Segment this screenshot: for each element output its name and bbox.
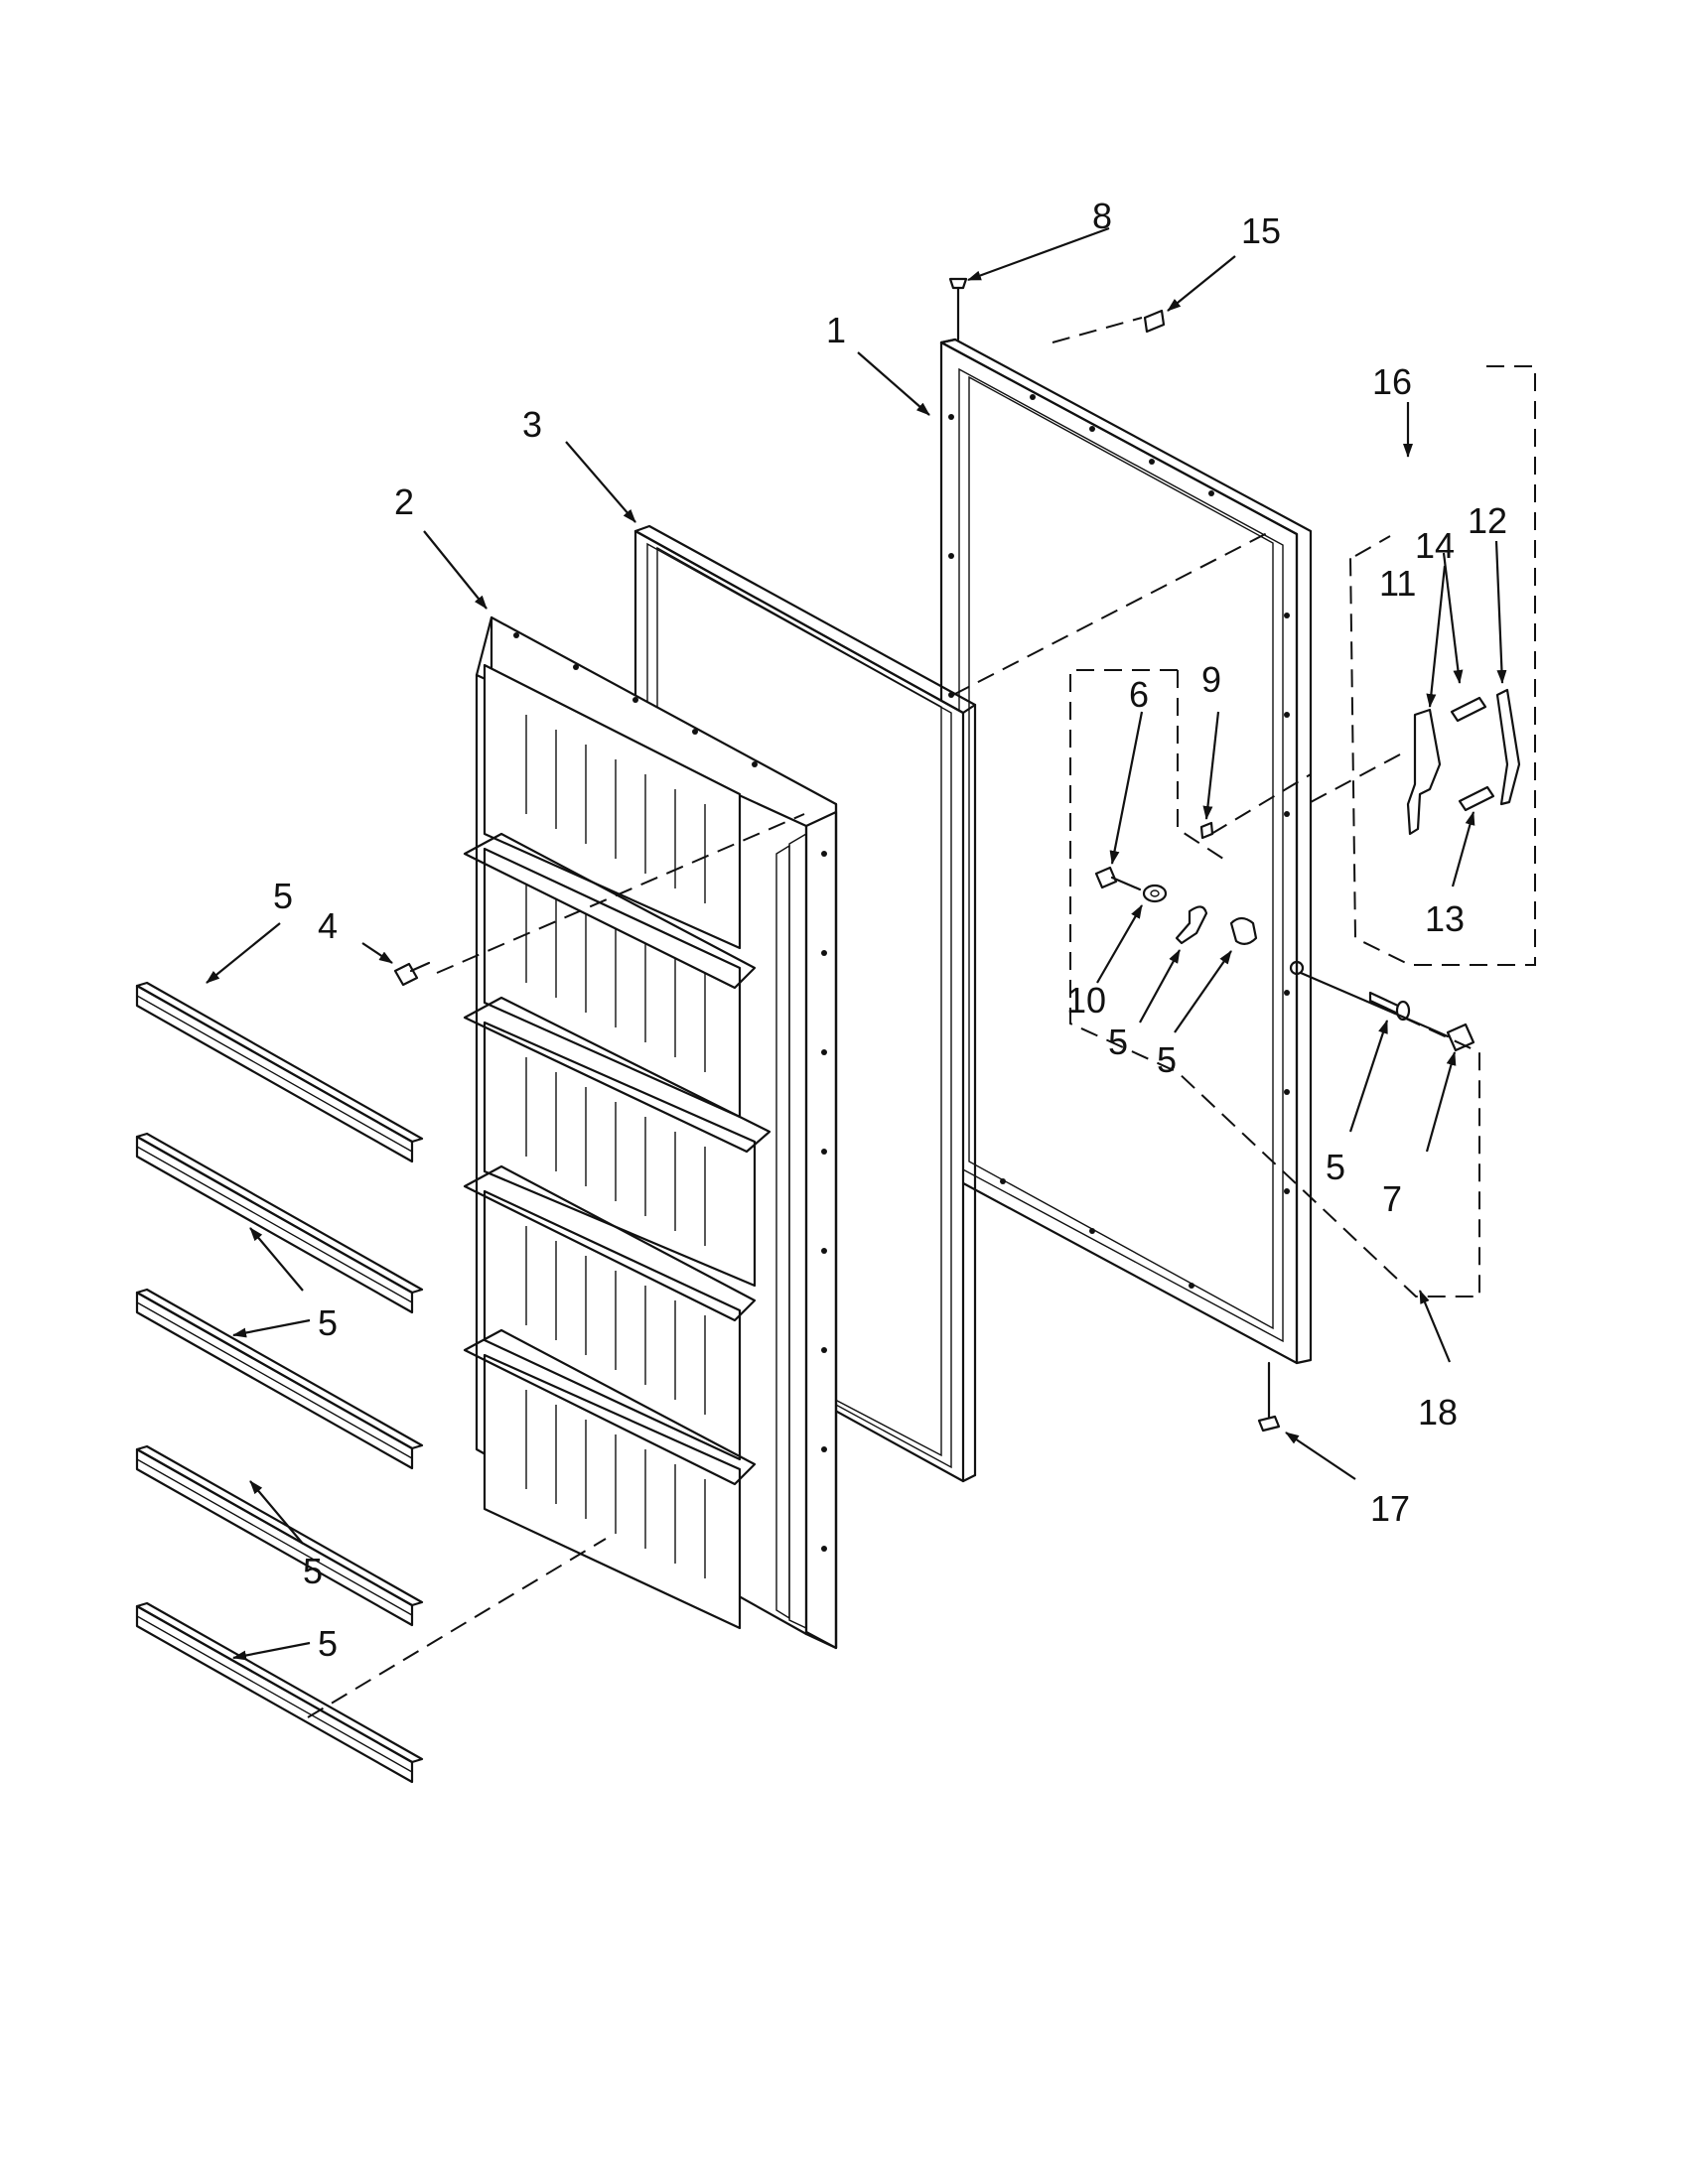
leader-arrows [206, 226, 1507, 1661]
callout-labels: 8 15 1 3 2 16 14 12 11 13 6 9 10 5 5 5 7… [273, 196, 1507, 1664]
screw-9 [1094, 866, 1142, 891]
callout-12: 9 [1201, 659, 1221, 700]
callout-14: 11 [1379, 563, 1416, 604]
outer-door-panel [939, 338, 1313, 1365]
door-shelf-wells [463, 663, 772, 1630]
callout-20: 17 [1370, 1488, 1410, 1529]
callout-5: 5 [303, 1551, 323, 1591]
callout-13: 10 [1066, 980, 1106, 1021]
callout-11: 8 [1092, 196, 1112, 236]
lock-cam-7 [1229, 916, 1258, 945]
hinge-assembly [1406, 688, 1521, 836]
shelf-bars [135, 981, 424, 1784]
callout-3: 3 [522, 404, 542, 445]
callout-5: 5 [318, 1302, 338, 1343]
plug-18 [1143, 309, 1166, 334]
callout-1: 1 [826, 310, 846, 350]
callout-5: 5 [273, 876, 293, 916]
shelf-bar [135, 1132, 424, 1314]
shelf-bar [135, 981, 424, 1163]
callout-10: 7 [1382, 1178, 1402, 1219]
callout-2: 2 [394, 481, 414, 522]
clip-12 [1199, 821, 1214, 840]
callout-5: 5 [318, 1623, 338, 1664]
shelf-bar [135, 1444, 424, 1627]
callout-9: 6 [1129, 674, 1149, 715]
nut-20 [1257, 1361, 1281, 1433]
callout-17: 14 [1415, 525, 1455, 566]
key-10 [1428, 1023, 1475, 1052]
callout-19: 16 [1372, 361, 1412, 402]
callout-21: 18 [1418, 1392, 1458, 1433]
assembly-lines [307, 317, 1536, 1718]
callout-7: 5 [1157, 1039, 1177, 1080]
shelf-bar [135, 1288, 424, 1470]
shelf-bar [135, 1601, 424, 1784]
inner-door-liner [463, 615, 838, 1650]
callout-15: 12 [1468, 500, 1507, 541]
screw-11 [948, 277, 968, 341]
callout-18: 15 [1241, 210, 1281, 251]
callout-4: 4 [318, 905, 338, 946]
lock-lever-8 [1175, 905, 1208, 945]
callout-8: 5 [1108, 1022, 1128, 1062]
callout-6: 5 [1326, 1147, 1345, 1187]
washer-13 [1142, 884, 1168, 903]
callout-16: 13 [1425, 898, 1465, 939]
screw-4 [393, 961, 431, 987]
liner-screw-holes [513, 632, 827, 1552]
